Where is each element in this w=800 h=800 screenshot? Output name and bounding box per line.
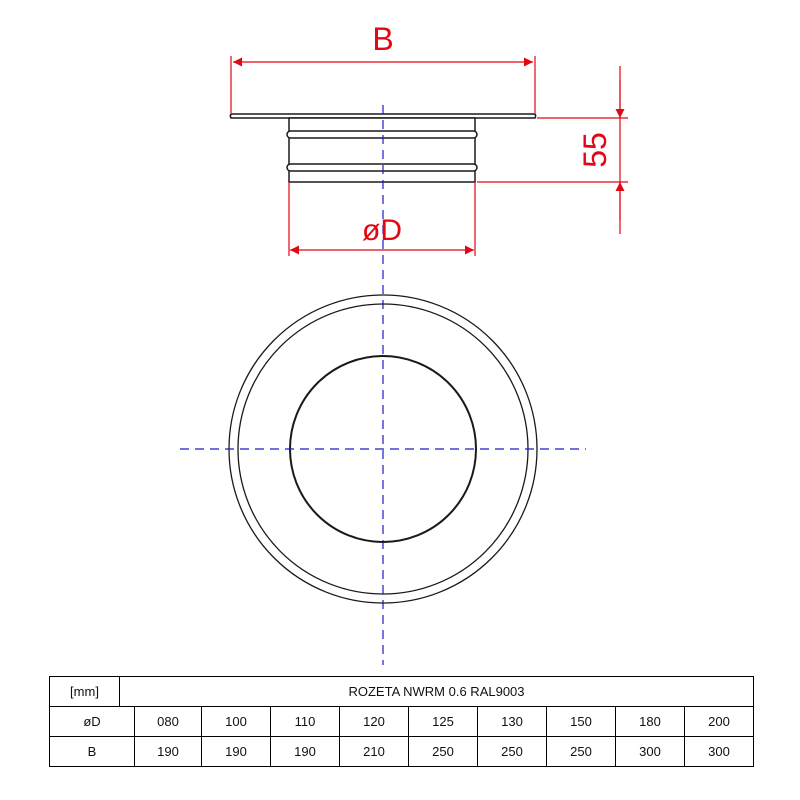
side-view bbox=[229, 113, 537, 183]
dimension-height bbox=[477, 66, 628, 234]
dimension-diameter bbox=[288, 182, 476, 256]
table-cell: 190 bbox=[270, 736, 340, 767]
table-cell: 100 bbox=[201, 706, 271, 737]
collar-bead-top bbox=[286, 130, 478, 139]
dimension-height-label: 55 bbox=[577, 132, 613, 168]
table-header-row: [mm] ROZETA NWRM 0.6 RAL9003 bbox=[49, 676, 755, 707]
table-cell: 210 bbox=[339, 736, 409, 767]
collar-bead-bottom bbox=[286, 163, 478, 172]
table-cell: 250 bbox=[477, 736, 547, 767]
table-cell: 180 bbox=[615, 706, 685, 737]
table-cell: 190 bbox=[201, 736, 271, 767]
table-cell: 130 bbox=[477, 706, 547, 737]
table-cell: 120 bbox=[339, 706, 409, 737]
table-cell: 190 bbox=[134, 736, 202, 767]
dimension-diameter-label: øD bbox=[362, 214, 402, 247]
unit-cell: [mm] bbox=[49, 676, 120, 707]
collar bbox=[288, 117, 476, 183]
table-cell: 150 bbox=[546, 706, 616, 737]
dimension-b-label: B bbox=[372, 21, 393, 57]
dimension-b bbox=[230, 56, 536, 114]
table-cell: 125 bbox=[408, 706, 478, 737]
table-cell: 300 bbox=[615, 736, 685, 767]
flange-plate bbox=[229, 113, 537, 119]
row-label: øD bbox=[49, 706, 135, 737]
row-label: B bbox=[49, 736, 135, 767]
technical-drawing: B 55 øD bbox=[180, 21, 628, 665]
table-cell: 080 bbox=[134, 706, 202, 737]
table-row-diameter: øD 080 100 110 120 125 130 150 180 200 bbox=[49, 706, 755, 737]
table-cell: 250 bbox=[408, 736, 478, 767]
table-cell: 110 bbox=[270, 706, 340, 737]
table-row-b: B 190 190 190 210 250 250 250 300 300 bbox=[49, 736, 755, 767]
table-cell: 200 bbox=[683, 706, 755, 737]
dimension-table: [mm] ROZETA NWRM 0.6 RAL9003 øD 080 100 … bbox=[49, 676, 755, 767]
table-cell: 300 bbox=[683, 736, 755, 767]
title-cell: ROZETA NWRM 0.6 RAL9003 bbox=[118, 676, 755, 707]
table-cell: 250 bbox=[546, 736, 616, 767]
